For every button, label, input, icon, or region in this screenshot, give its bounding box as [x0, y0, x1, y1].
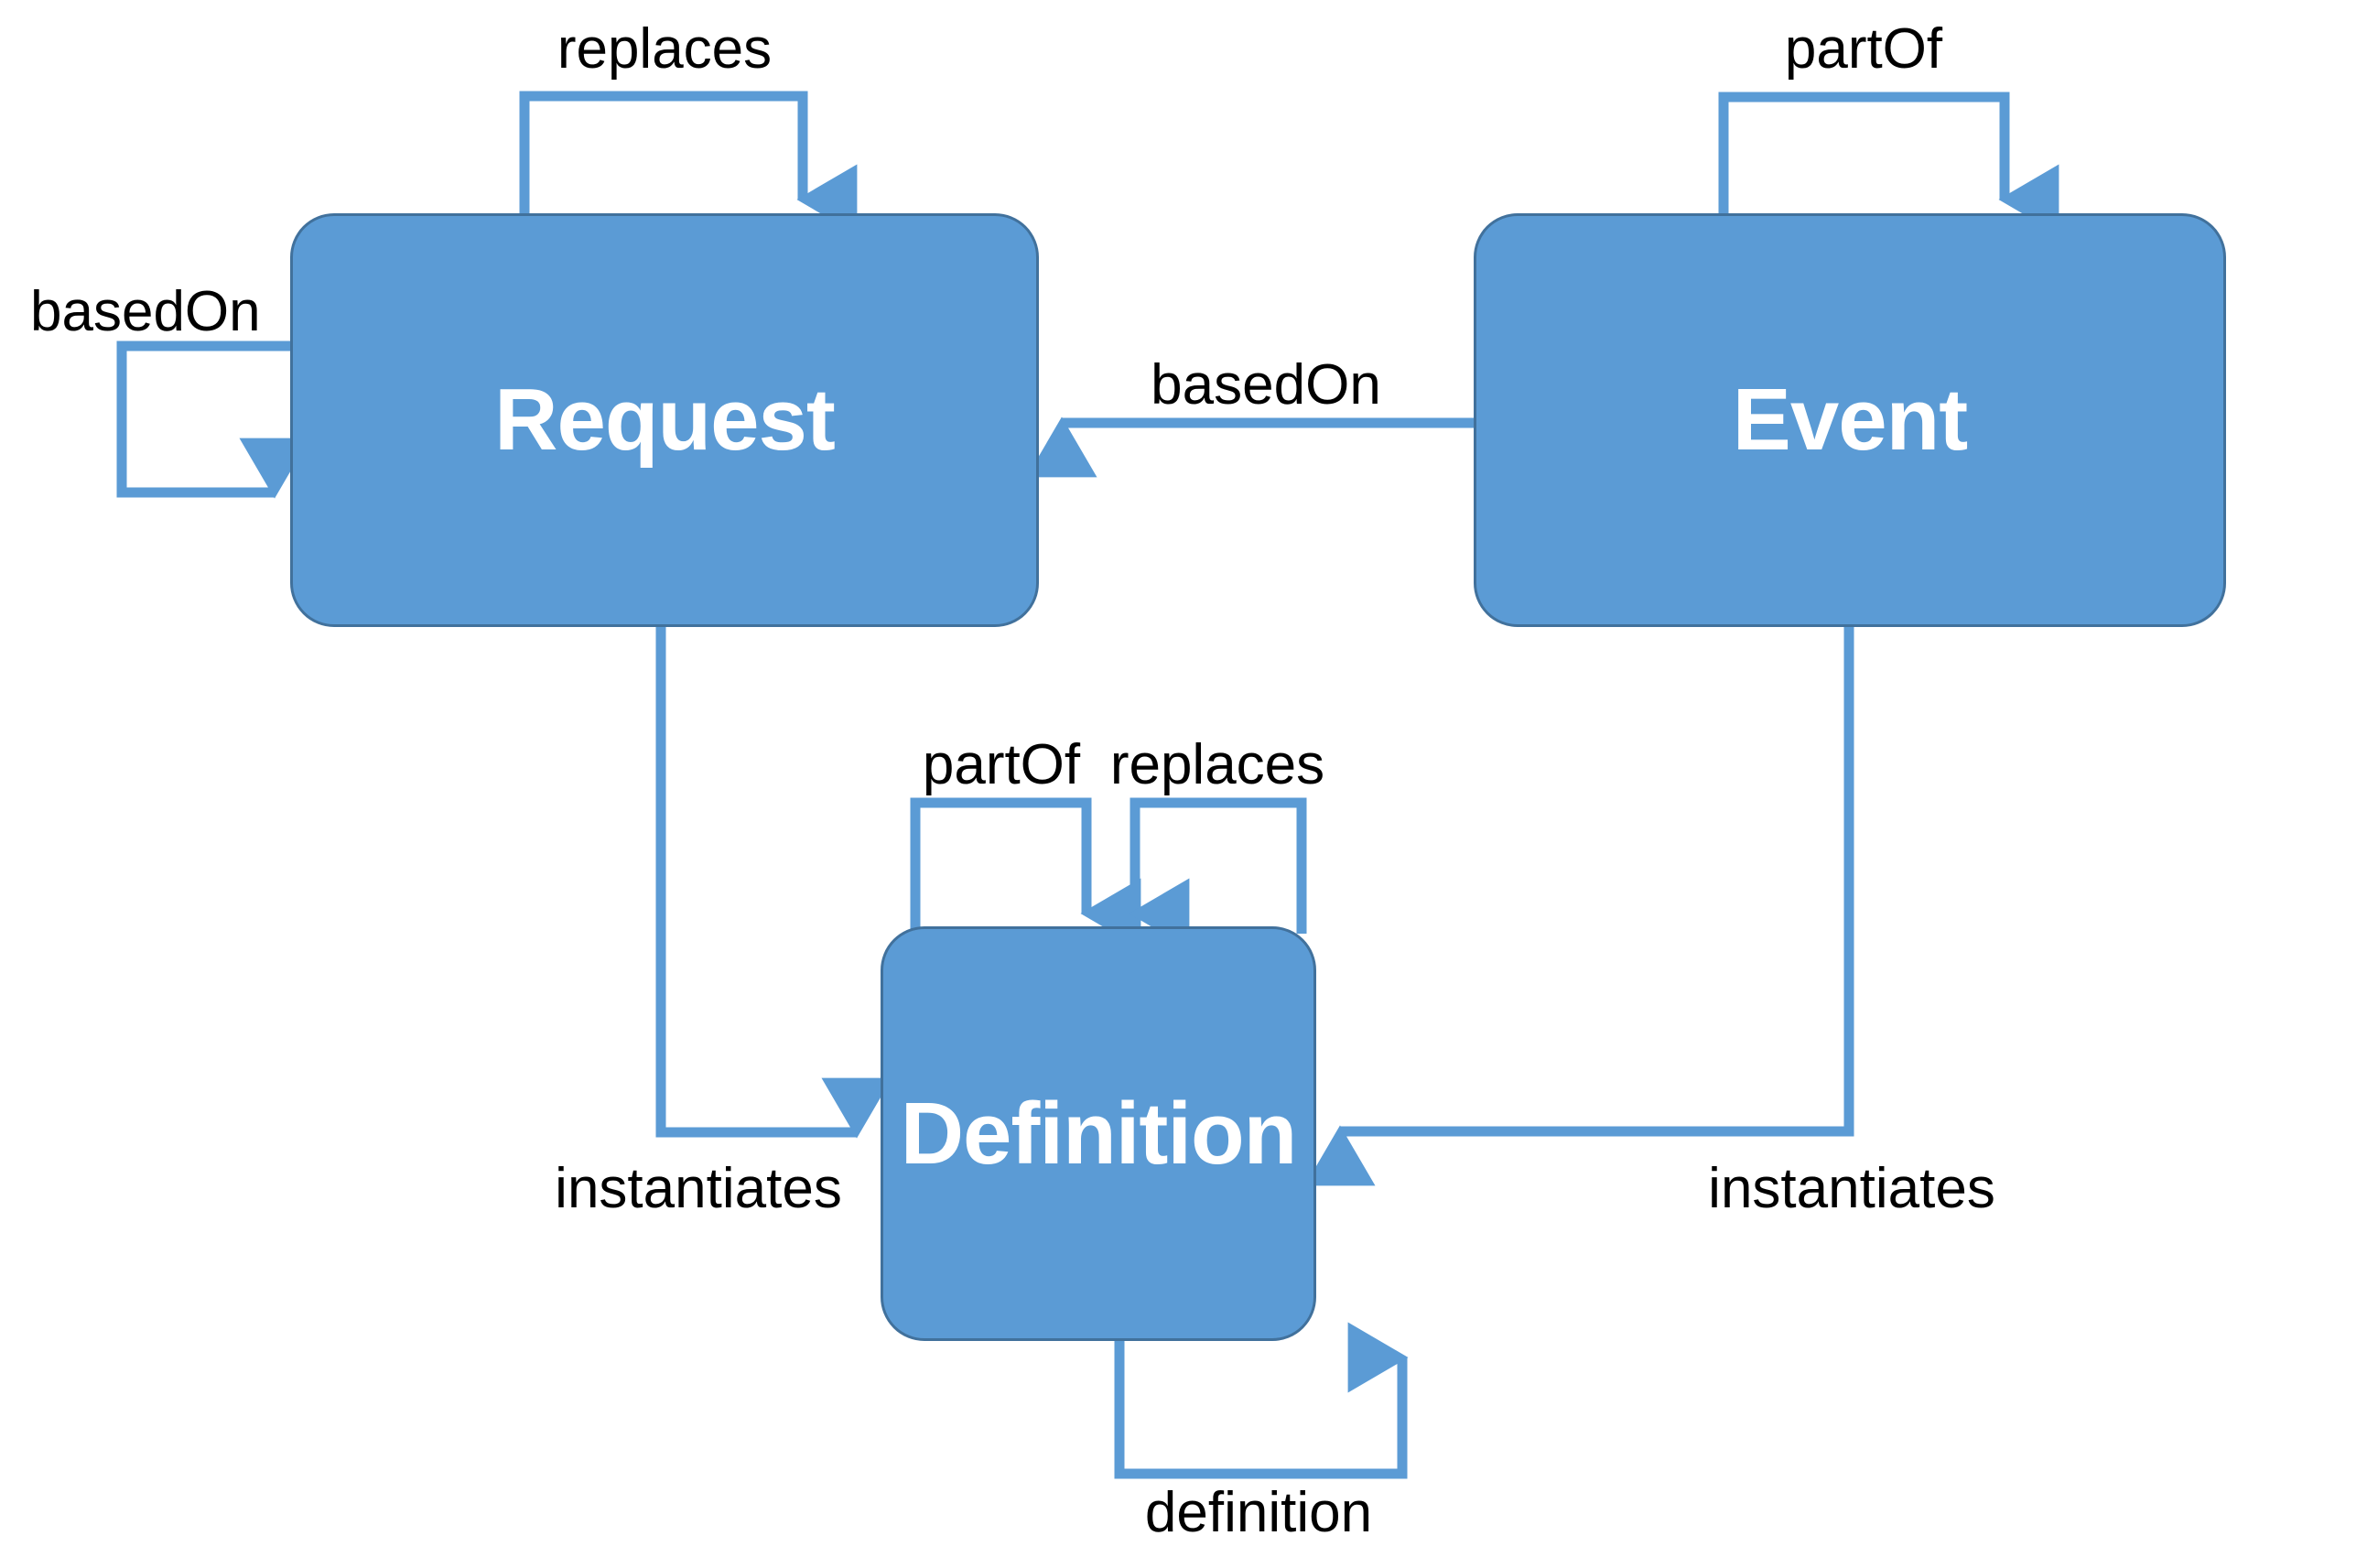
- edge-definition-partof-self: [910, 797, 1141, 949]
- edge-label-definition-definition-self: definition: [1144, 1481, 1373, 1544]
- edge-label-request-replaces-self: replaces: [557, 17, 773, 81]
- edge-label-request-instantiates-definition: instantiates: [555, 1157, 842, 1220]
- node-definition-label: Definition: [900, 1084, 1298, 1183]
- edge-definition-definition-self: [1114, 1322, 1409, 1479]
- edge-label-event-partof-self: partOf: [1784, 17, 1943, 81]
- edge-label-event-basedon-request: basedOn: [1151, 353, 1381, 416]
- edge-definition-replaces-self: [1129, 797, 1307, 949]
- node-event-label: Event: [1732, 371, 1968, 469]
- edge-label-request-basedon-self: basedOn: [30, 280, 261, 343]
- node-event[interactable]: Event: [1474, 213, 2226, 627]
- edge-event-instantiates-definition: [1304, 627, 1854, 1186]
- edge-label-definition-replaces-self: replaces: [1109, 733, 1325, 796]
- edge-event-partof-self: [1718, 92, 2059, 235]
- edge-label-definition-partof-self: partOf: [922, 733, 1081, 796]
- edge-label-event-instantiates-definition: instantiates: [1708, 1157, 1995, 1220]
- node-request-label: Request: [494, 371, 836, 469]
- node-definition[interactable]: Definition: [881, 926, 1316, 1341]
- edge-request-instantiates-definition: [655, 627, 892, 1139]
- edge-request-basedon-self: [116, 341, 310, 499]
- edge-request-replaces-self: [519, 91, 858, 235]
- node-request[interactable]: Request: [290, 213, 1039, 627]
